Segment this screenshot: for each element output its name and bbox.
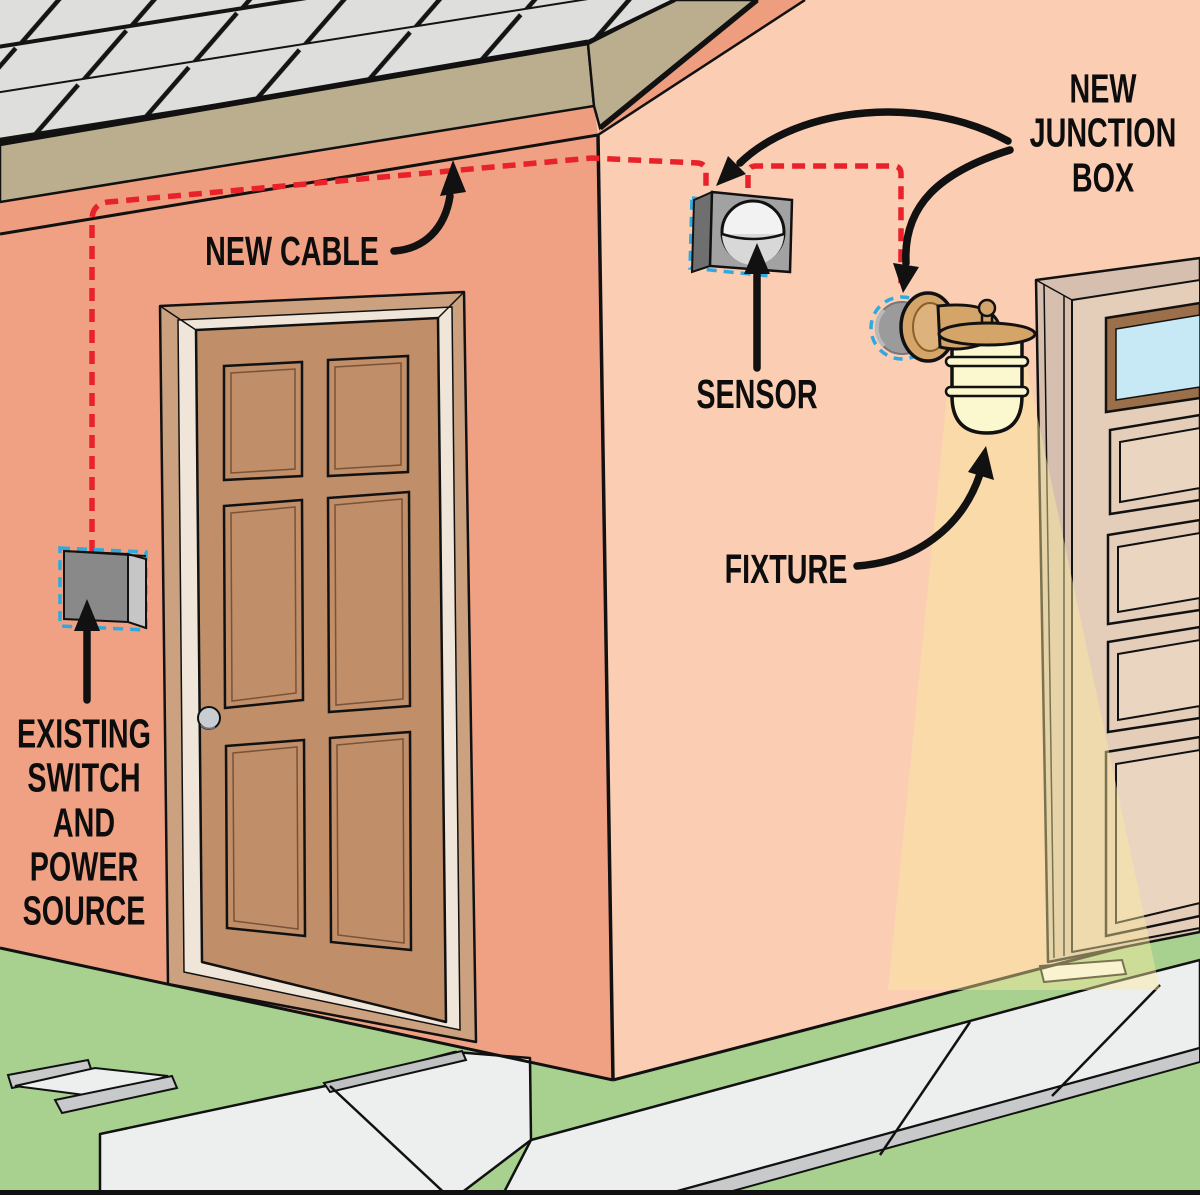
fixture-shade-band [944, 385, 1030, 398]
motion-sensor [688, 190, 794, 278]
arrow-junction-to-fixture [893, 146, 1014, 293]
light-fixture [869, 291, 1037, 435]
right-door [1034, 256, 1200, 964]
switch-box-face [63, 549, 129, 624]
arrow-existing-switch [74, 599, 100, 704]
wall-corner-line [596, 134, 615, 1081]
cable-sensor-to-fixture [745, 163, 904, 291]
ramp [53, 1074, 179, 1115]
ground [0, 925, 1200, 1200]
right-door-window [1115, 314, 1200, 401]
slab-joint [878, 1021, 972, 1156]
door-threshold [1038, 958, 1128, 984]
path-edge-strip [322, 1049, 468, 1094]
sensor-lens-lower [722, 234, 784, 265]
roof [0, 0, 806, 1081]
label-existing-switch: EXISTING SWITCH AND POWER SOURCE [17, 710, 151, 934]
arrow-new-cable [390, 160, 466, 255]
label-fixture: FIXTURE [724, 545, 848, 592]
fixture-cap [937, 321, 1037, 347]
arrow-junction-to-sensor [716, 108, 1012, 186]
fixture-shade-band [944, 355, 1030, 368]
annotation-arrows [74, 108, 1014, 704]
right-door-panels [1104, 413, 1200, 938]
label-sensor: SENSOR [696, 370, 818, 417]
left-door-panel-bevels [230, 362, 405, 944]
arrow-sensor [744, 243, 770, 372]
left-door [158, 290, 478, 1044]
label-new-junction-box: NEW JUNCTION BOX [1029, 65, 1177, 201]
cable-switch-to-sensor [89, 155, 709, 553]
new-cable-run [89, 155, 904, 553]
fixture-finial [977, 298, 997, 318]
slab-joint [329, 1085, 453, 1200]
switch-box-side [127, 552, 147, 630]
sidewalk [6, 958, 1200, 1200]
left-wall-base-line [0, 946, 614, 1082]
switch-box-outline-dashed [58, 546, 148, 632]
shingle-field [0, 0, 676, 146]
arrow-fixture [853, 446, 994, 570]
label-new-cable: NEW CABLE [205, 227, 379, 274]
light-beam [888, 345, 1160, 990]
bottom-border [0, 1190, 1200, 1195]
existing-switch-box [58, 546, 148, 632]
left-door-panels [222, 354, 413, 952]
slab-joint [1051, 984, 1161, 1097]
